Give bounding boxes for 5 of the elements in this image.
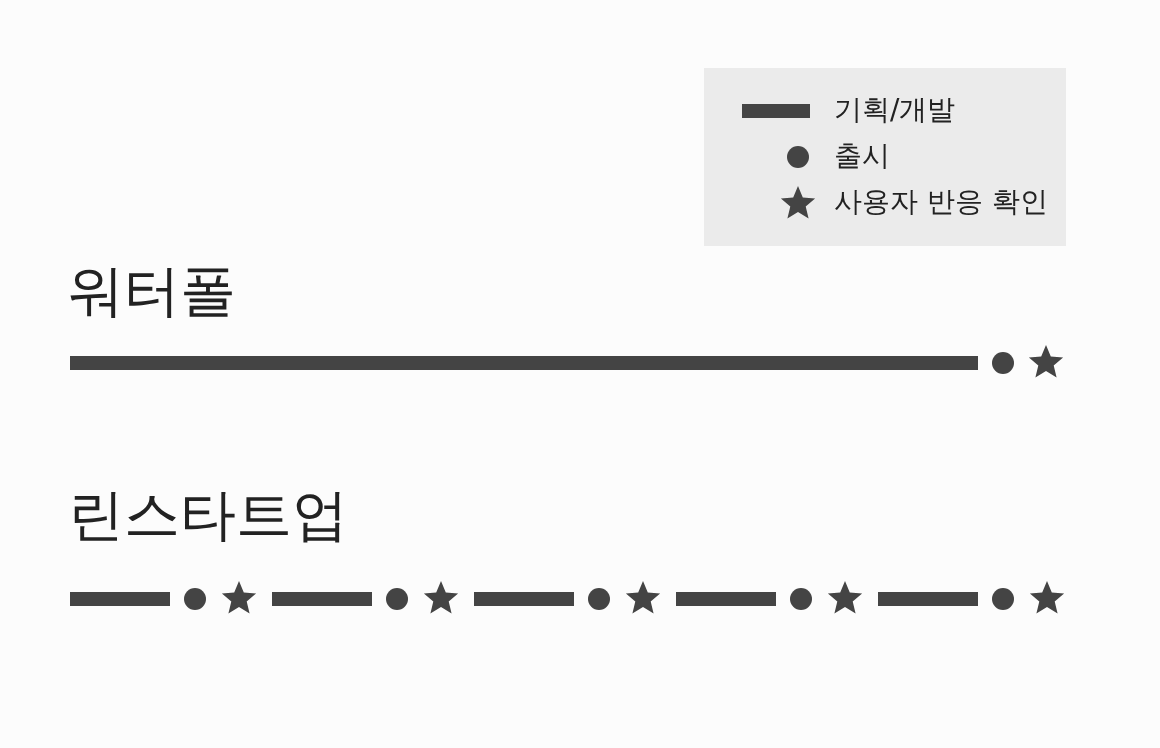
legend-label: 사용자 반응 확인 bbox=[834, 184, 1048, 220]
timeline-heading: 워터폴 bbox=[68, 257, 236, 325]
legend-label: 기획/개발 bbox=[834, 92, 956, 128]
legend-label: 출시 bbox=[834, 138, 890, 174]
timeline-heading: 린스타트업 bbox=[68, 481, 348, 549]
